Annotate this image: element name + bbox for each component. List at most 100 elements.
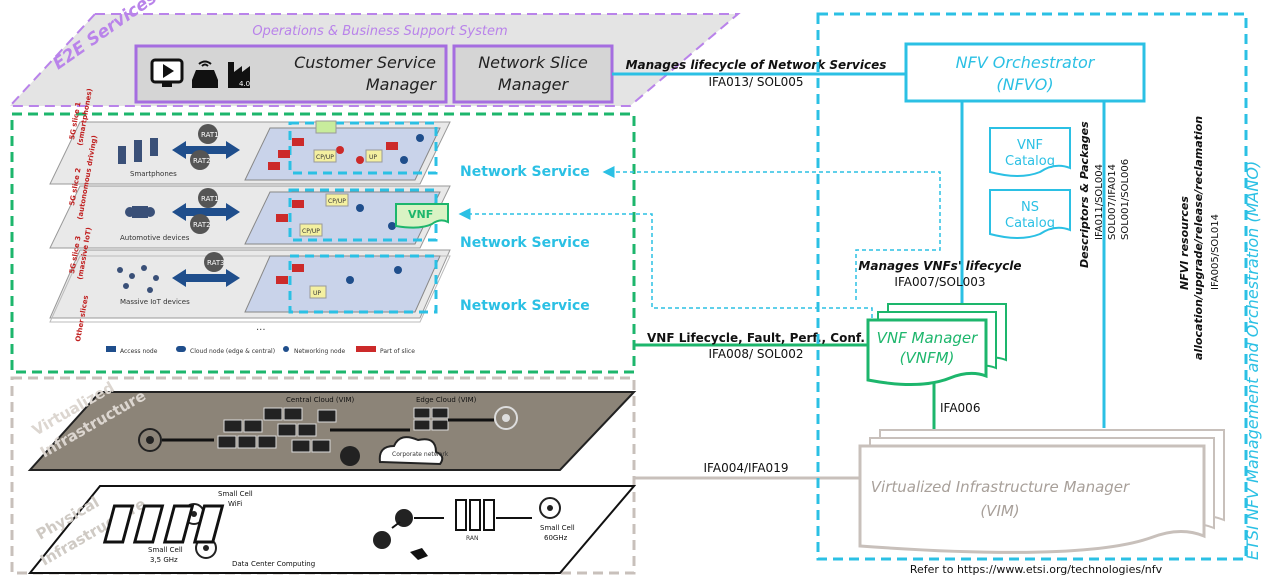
double-arrow-icon: [172, 141, 240, 159]
csm-label-line1: Customer Service: [294, 53, 436, 72]
svg-text:UP: UP: [313, 290, 321, 297]
ns-catalog-box: [989, 189, 1071, 239]
antenna-icon: [539, 497, 561, 519]
svg-text:Data Center Computing: Data Center Computing: [232, 560, 315, 568]
customer-service-manager-box: [134, 44, 448, 104]
antenna-icon: [494, 406, 518, 430]
svg-text:SOL001/SOL006: SOL001/SOL006: [1120, 159, 1131, 240]
slices-legend: Access node Cloud node (edge & central) …: [106, 346, 415, 355]
vim-label-line1: Virtualized Infrastructure Manager: [871, 478, 1130, 496]
descriptors-title: Descriptors & Packages: [1078, 121, 1091, 268]
ifa004-label: IFA004/IFA019: [704, 461, 789, 475]
svg-text:CP/UP: CP/UP: [328, 198, 346, 205]
factory-icon: 4.0: [228, 62, 250, 88]
svg-text:NFVI resources: NFVI resources: [1178, 196, 1191, 290]
vim-box: [858, 444, 1206, 554]
svg-text:Networking node: Networking node: [294, 348, 346, 355]
svg-text:VNF: VNF: [1017, 138, 1043, 153]
network-service-label-1: Network Service: [460, 164, 590, 180]
massive-iot-label: Massive IoT devices: [120, 298, 190, 306]
svg-text:3,5 GHz: 3,5 GHz: [150, 556, 178, 564]
mano-panel: ETSI NFV Management and Orchestration (M…: [816, 12, 1262, 561]
network-service-label-2: Network Service: [460, 235, 590, 251]
slice-row-1: 5G slice 1 (smartphones) Smartphones RAT…: [49, 88, 451, 185]
network-slices-panel: 5G slice 1 (smartphones) Smartphones RAT…: [10, 88, 636, 374]
mano-title: ETSI NFV Management and Orchestration (M…: [1243, 161, 1262, 560]
manages-vnf-label: Manages VNFs' lifecycle: [858, 259, 1021, 273]
e2e-services-band: E2E Services Operations & Business Suppo…: [7, 0, 741, 107]
svg-text:60GHz: 60GHz: [544, 534, 568, 542]
antenna-icon: [138, 428, 162, 452]
ifa008-label: IFA008/ SOL002: [709, 347, 804, 361]
car-icon: [192, 60, 218, 88]
svg-text:Access node: Access node: [120, 348, 158, 355]
double-arrow-icon: [172, 203, 240, 221]
vnfm-stack: VNF Manager (VNFM): [866, 303, 1007, 386]
nfvo-label-line2: (NFVO): [996, 75, 1053, 94]
slice-row-3: 5G slice 3 (massive IoT) Massive IoT dev…: [49, 227, 451, 342]
svg-text:UP: UP: [369, 154, 377, 161]
router-icon: [373, 531, 391, 549]
vnfm-label-line2: (VNFM): [900, 349, 955, 367]
svg-text:Central Cloud (VIM): Central Cloud (VIM): [286, 396, 355, 404]
vnf-dashed-arrow: [458, 208, 873, 318]
firewall-icon: [410, 548, 428, 560]
vim-stack: Virtualized Infrastructure Manager (VIM): [858, 429, 1225, 554]
data-center-icon: [102, 504, 225, 544]
globe-icon: [340, 446, 360, 466]
cloud-icon: [378, 436, 444, 466]
vnfm-box: [866, 318, 988, 386]
ifa006-label: IFA006: [940, 401, 980, 415]
svg-text:RAN: RAN: [466, 535, 479, 542]
svg-text:WiFi: WiFi: [228, 500, 242, 508]
svg-text:...: ...: [256, 322, 266, 333]
svg-text:Catalog: Catalog: [1005, 216, 1055, 231]
infrastructure-panel: Virtualized Infrastructure Central Cloud…: [10, 376, 637, 575]
svg-text:Small Cell: Small Cell: [540, 524, 575, 532]
svg-text:Catalog: Catalog: [1005, 154, 1055, 169]
manages-ns-label: Manages lifecycle of Network Services: [626, 58, 887, 72]
svg-text:RAT2: RAT2: [193, 157, 211, 165]
automotive-label: Automotive devices: [120, 234, 190, 242]
svg-text:Edge Cloud (VIM): Edge Cloud (VIM): [416, 396, 477, 404]
ran-rack-icon: [455, 499, 495, 531]
svg-text:4.0: 4.0: [239, 80, 250, 88]
svg-text:Part of slice: Part of slice: [380, 348, 415, 355]
vnf-lifecycle-label: VNF Lifecycle, Fault, Perf., Conf.: [647, 331, 865, 345]
svg-text:RAT1: RAT1: [201, 131, 219, 139]
ns-dashed-arrow-1: [602, 166, 941, 300]
server-rack-icon: [217, 407, 337, 453]
nsm-label-line1: Network Slice: [478, 53, 588, 72]
reference-link[interactable]: Refer to https://www.etsi.org/technologi…: [910, 563, 1163, 576]
svg-text:Corporate network: Corporate network: [392, 451, 449, 458]
csm-label-line2: Manager: [366, 75, 438, 94]
nfvo-label-line1: NFV Orchestrator: [956, 53, 1096, 72]
svg-text:RAT3: RAT3: [207, 259, 225, 267]
nsm-label-line2: Manager: [498, 75, 570, 94]
svg-text:CP/UP: CP/UP: [302, 228, 320, 235]
nfvo-box: [904, 42, 1146, 103]
oss-bss-title: Operations & Business Support System: [252, 24, 507, 39]
ifa013-label: IFA013/ SOL005: [709, 75, 804, 89]
network-slice-manager-box: [452, 44, 614, 104]
svg-text:Small Cell: Small Cell: [148, 546, 183, 554]
double-arrow-icon: [172, 269, 240, 287]
ifa007-label: IFA007/SOL003: [894, 275, 985, 289]
smartphones-label: Smartphones: [130, 170, 177, 178]
svg-text:SOL007/IFA014: SOL007/IFA014: [1107, 164, 1118, 240]
edge-server-icon: [413, 407, 449, 431]
svg-text:Small Cell: Small Cell: [218, 490, 253, 498]
vnfm-label-line1: VNF Manager: [877, 329, 978, 347]
svg-text:RAT1: RAT1: [201, 195, 219, 203]
vim-label-line2: (VIM): [980, 502, 1019, 520]
vnf-catalog-box: [989, 127, 1071, 177]
svg-text:IFA011/SOL004: IFA011/SOL004: [1094, 164, 1105, 240]
svg-text:IFA005/SOL014: IFA005/SOL014: [1210, 214, 1221, 290]
svg-text:RAT2: RAT2: [193, 221, 211, 229]
svg-text:CP/UP: CP/UP: [316, 154, 334, 161]
svg-text:Cloud node (edge & central): Cloud node (edge & central): [190, 348, 275, 355]
rat-gear-icon: [198, 124, 218, 144]
vnf-badge: [395, 203, 449, 229]
network-service-label-3: Network Service: [460, 298, 590, 314]
